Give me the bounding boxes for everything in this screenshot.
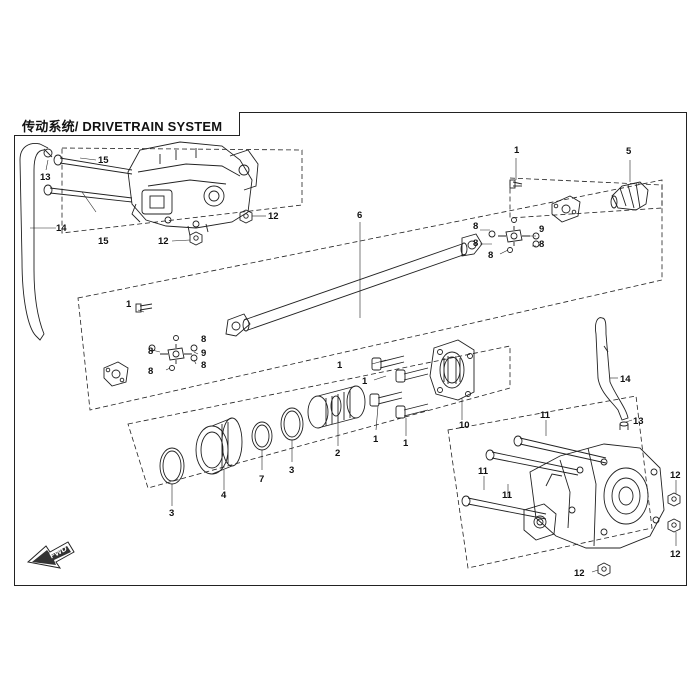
callout-8-h: 8 bbox=[148, 366, 153, 377]
callout-5: 5 bbox=[626, 146, 632, 157]
ring-3-left bbox=[159, 447, 185, 485]
callout-1-cluster-d: 1 bbox=[403, 438, 409, 449]
flange-yoke-front bbox=[103, 361, 129, 387]
nut-12-rear-right-upper bbox=[667, 492, 681, 507]
coupler-2 bbox=[307, 385, 366, 429]
callout-8-c: 8 bbox=[539, 239, 544, 250]
leader-lines bbox=[30, 157, 677, 573]
boot-4 bbox=[195, 417, 243, 475]
bolt-1-front bbox=[135, 303, 153, 313]
rubber-boot-5 bbox=[610, 181, 649, 211]
callout-4: 4 bbox=[221, 490, 227, 501]
callout-12-rear-lower: 12 bbox=[670, 549, 681, 560]
bolt-15-lower bbox=[43, 184, 133, 203]
callout-13-left: 13 bbox=[40, 172, 51, 183]
bolt-1-cluster bbox=[369, 355, 429, 419]
callout-10: 10 bbox=[459, 420, 470, 431]
bolt-11-upper bbox=[513, 435, 607, 464]
callout-12-rear-upper: 12 bbox=[670, 470, 681, 481]
callout-7: 7 bbox=[259, 474, 264, 485]
universal-joint-front bbox=[148, 335, 198, 371]
bolt-11-middle bbox=[485, 449, 579, 476]
bolt-11-lower bbox=[461, 495, 547, 520]
callout-12-rear-bottom: 12 bbox=[574, 568, 585, 579]
callout-3-middle: 3 bbox=[289, 465, 294, 476]
vent-hose-14-left bbox=[19, 143, 45, 341]
fitting-13-left bbox=[43, 148, 53, 158]
callout-3-left: 3 bbox=[169, 508, 174, 519]
fwd-arrow-icon: FWD bbox=[26, 541, 75, 569]
nut-12-rear-right-lower bbox=[667, 518, 681, 533]
vent-hose-14-right bbox=[595, 317, 629, 421]
fitting-13-right bbox=[619, 421, 629, 430]
front-differential bbox=[127, 141, 259, 237]
propeller-shaft bbox=[225, 233, 483, 337]
diagram-title: 传动系统/ DRIVETRAIN SYSTEM bbox=[22, 119, 223, 134]
dashed-groups bbox=[61, 147, 663, 569]
callout-8-d: 8 bbox=[488, 250, 493, 261]
universal-joint-rear bbox=[488, 217, 540, 253]
callout-8-f: 8 bbox=[148, 346, 153, 357]
callout-15-upper: 15 bbox=[98, 155, 109, 166]
callout-12-front-right: 12 bbox=[268, 211, 279, 222]
callout-14-left: 14 bbox=[56, 223, 67, 234]
callouts: 15 15 13 14 12 12 1 5 6 8 8 9 8 8 1 8 8 … bbox=[40, 145, 681, 579]
callout-2: 2 bbox=[335, 448, 340, 459]
diagram-frame bbox=[14, 112, 687, 586]
callout-8-g: 8 bbox=[201, 360, 206, 371]
callout-11-middle: 11 bbox=[502, 490, 513, 501]
callout-8-a: 8 bbox=[473, 221, 478, 232]
flange-yoke-rear bbox=[551, 195, 581, 223]
callout-1-front: 1 bbox=[126, 299, 132, 310]
callout-8-b: 8 bbox=[473, 238, 478, 249]
title-box bbox=[14, 112, 240, 136]
callout-13-right: 13 bbox=[633, 416, 644, 427]
rear-differential bbox=[523, 443, 665, 549]
callout-1-cluster-b: 1 bbox=[362, 376, 368, 387]
callout-6: 6 bbox=[357, 210, 362, 221]
callout-11-lower: 11 bbox=[478, 466, 489, 477]
callout-12-front-lower: 12 bbox=[158, 236, 169, 247]
callout-1-upper: 1 bbox=[514, 145, 520, 156]
callout-14-right: 14 bbox=[620, 374, 631, 385]
nut-12-rear-bottom bbox=[597, 562, 611, 577]
callout-1-cluster-a: 1 bbox=[337, 360, 343, 371]
flange-10 bbox=[429, 339, 475, 401]
ring-3-middle bbox=[280, 407, 304, 441]
bolt-15-upper bbox=[53, 154, 133, 175]
callout-9-rear: 9 bbox=[539, 224, 544, 235]
bolt-1-upper bbox=[509, 179, 523, 189]
callout-8-e: 8 bbox=[201, 334, 206, 345]
nut-12-front-right bbox=[239, 209, 253, 224]
callout-9-front: 9 bbox=[201, 348, 206, 359]
ring-7 bbox=[251, 421, 273, 451]
callout-1-cluster-c: 1 bbox=[373, 434, 379, 445]
callout-15-lower: 15 bbox=[98, 236, 109, 247]
nut-12-front-lower bbox=[189, 231, 203, 246]
callout-11-upper: 11 bbox=[540, 410, 551, 421]
